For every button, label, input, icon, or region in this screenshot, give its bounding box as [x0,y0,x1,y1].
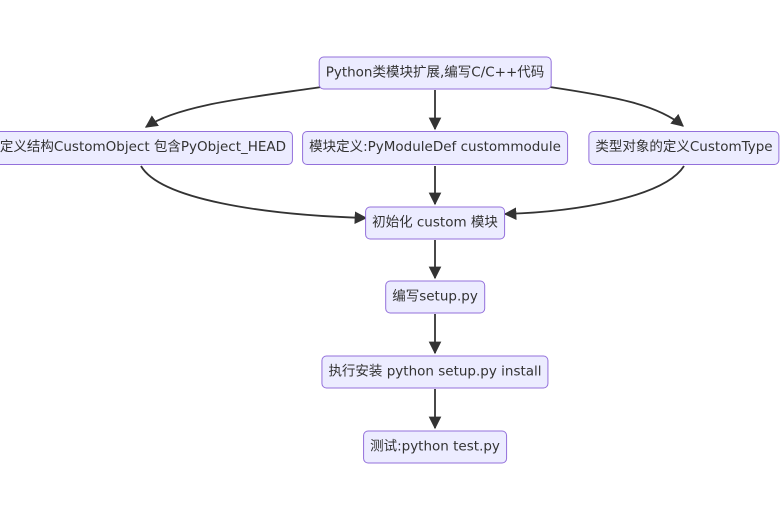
edge-struct-to-init [140,165,368,224]
flow-node-moduledef: 模块定义:PyModuleDef custommodule [302,131,568,165]
flow-node-root-label: Python类模块扩展,编写C/C++代码 [325,64,545,81]
edge-root-to-struct [144,85,329,128]
flow-node-setup-label: 编写setup.py [392,288,478,305]
flow-node-install: 执行安装 python setup.py install [321,355,549,389]
flow-node-customtype-label: 类型对象的定义CustomType [595,139,773,156]
edge-customtype-to-init [503,165,685,220]
edge-root-to-customtype [542,85,684,127]
flow-node-moduledef-label: 模块定义:PyModuleDef custommodule [309,139,561,156]
flow-node-setup: 编写setup.py [385,280,485,314]
flow-node-root: Python类模块扩展,编写C/C++代码 [318,56,552,90]
flow-node-init: 初始化 custom 模块 [365,206,505,240]
flow-node-install-label: 执行安装 python setup.py install [328,363,542,380]
flow-node-customtype: 类型对象的定义CustomType [588,131,780,165]
flow-node-test-label: 测试:python test.py [370,438,500,455]
flow-node-test: 测试:python test.py [363,430,507,464]
flow-node-struct-label: 定义结构CustomObject 包含PyObject_HEAD [0,139,287,156]
flow-node-init-label: 初始化 custom 模块 [372,214,498,231]
flow-node-struct: 定义结构CustomObject 包含PyObject_HEAD [0,131,294,165]
